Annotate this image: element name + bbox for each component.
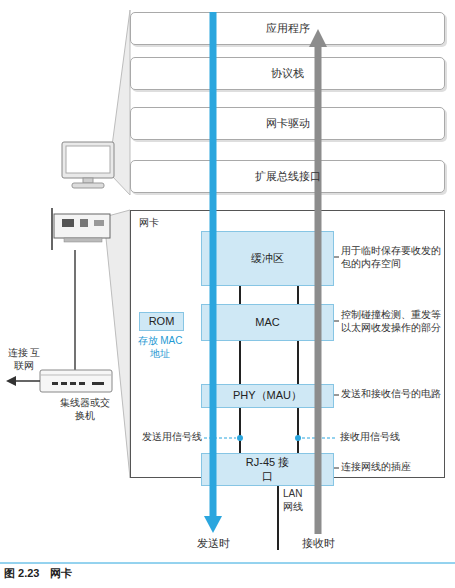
annotation-text: 发送时	[193, 537, 233, 551]
caption-rule	[0, 563, 455, 564]
annotation-text: 用于临时保存要收发的包的内存空间	[341, 245, 449, 270]
card-chip	[80, 219, 88, 227]
card-bracket	[51, 208, 53, 250]
node-label: MAC	[255, 316, 279, 329]
signal-leader	[302, 438, 337, 439]
card-connector	[64, 238, 102, 242]
signal-dot	[237, 435, 243, 441]
receive-flow-arrow	[315, 45, 322, 534]
annotation-text: 控制碰撞检测、重发等以太网收发操作的部分	[341, 309, 449, 334]
signal-wire	[297, 341, 299, 384]
node-label: 协议栈	[271, 67, 304, 80]
node-label: 缓冲区	[251, 252, 284, 265]
signal-wire	[239, 341, 241, 384]
network-cable	[74, 250, 76, 370]
node-label: 应用程序	[266, 22, 310, 35]
monitor-stand	[83, 178, 93, 183]
hub-trim	[40, 375, 112, 376]
receive-arrowhead	[309, 29, 327, 47]
stack-layer-box: 应用程序	[130, 12, 445, 45]
signal-wire	[297, 408, 299, 453]
send-flow-arrow	[210, 12, 217, 518]
projection-band	[112, 10, 130, 195]
monitor-body	[62, 142, 114, 178]
uplink-arrow	[15, 380, 40, 382]
hub-port	[61, 382, 67, 385]
caption-text: 图 2.23 网卡	[4, 567, 72, 581]
card-chip	[94, 220, 104, 226]
component-box: MAC	[201, 304, 334, 341]
signal-wire	[239, 408, 241, 453]
node-label: ROM	[149, 315, 175, 328]
annotation-text: 发送用信号线	[134, 431, 202, 444]
hub-port	[92, 382, 104, 385]
node-label: RJ-45 接口	[246, 456, 290, 482]
node-label: 扩展总线接口	[255, 170, 321, 183]
signal-wire	[297, 286, 299, 304]
annotation-text: 接收时	[298, 537, 338, 551]
nic-icon	[52, 208, 110, 250]
hub-body	[40, 370, 112, 392]
node-label: 网卡	[139, 217, 436, 229]
hub-port	[52, 382, 58, 385]
stack-layer-box: 扩展总线接口	[130, 160, 445, 193]
hub-port	[70, 382, 76, 385]
projection-band	[106, 210, 130, 478]
card-board	[54, 214, 110, 238]
annotation-text: 连接 互联网	[4, 347, 44, 372]
signal-wire	[239, 286, 241, 304]
annotation-text: LAN 网线	[283, 488, 311, 513]
annotation-text: 集线器或交换机	[60, 397, 110, 422]
component-box: PHY（MAU）	[201, 384, 334, 408]
monitor-base	[72, 183, 104, 188]
signal-leader	[204, 438, 236, 439]
hub-icon	[40, 370, 112, 392]
signal-dot	[295, 435, 301, 441]
rom-box: ROM	[139, 312, 184, 331]
hub-port	[79, 382, 85, 385]
annotation-text: 存放 MAC地址	[135, 335, 185, 360]
connector-box: RJ-45 接口	[201, 453, 334, 486]
send-arrowhead	[204, 516, 222, 533]
card-chip	[62, 219, 74, 227]
node-label: 网卡驱动	[266, 117, 310, 130]
lan-cable	[277, 485, 279, 550]
stack-layer-box: 协议栈	[130, 57, 445, 90]
monitor-screen	[66, 146, 110, 173]
annotation-text: 接收用信号线	[340, 431, 412, 444]
annotation-text: 发送和接收信号的电路	[341, 388, 449, 401]
uplink-arrowhead	[6, 376, 16, 386]
stack-layer-box: 网卡驱动	[130, 107, 445, 140]
annotation-text: 连接网线的插座	[341, 461, 449, 474]
node-label: PHY（MAU）	[233, 389, 302, 402]
computer-icon	[62, 142, 114, 188]
component-box: 缓冲区	[201, 231, 334, 286]
